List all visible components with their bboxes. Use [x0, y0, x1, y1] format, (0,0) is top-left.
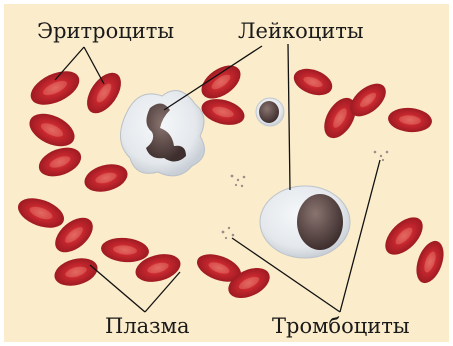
nucleus: [259, 101, 279, 123]
nucleus: [297, 194, 343, 250]
label-leukocytes: Лейкоциты: [238, 19, 364, 43]
plasma-background: [4, 4, 449, 342]
leukocyte-small: [256, 98, 284, 126]
label-plasma: Плазма: [105, 314, 189, 338]
leukocyte-large: [260, 186, 350, 258]
leukocyte-granulocyte: [120, 91, 204, 176]
label-platelets: Тромбоциты: [272, 314, 410, 338]
label-erythrocytes: Эритроциты: [37, 19, 174, 43]
